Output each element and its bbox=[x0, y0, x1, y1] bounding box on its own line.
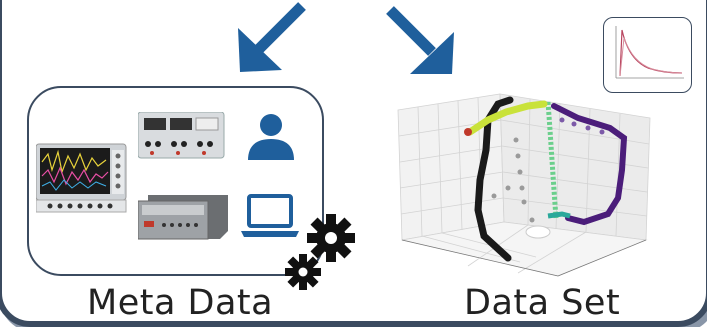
meta-data-label: Meta Data bbox=[87, 283, 274, 323]
arrow-down-left-icon bbox=[238, 2, 306, 72]
dataset-3d-plot bbox=[397, 93, 651, 277]
dataset-label: Data Set bbox=[464, 283, 621, 323]
laptop-icon bbox=[241, 194, 299, 237]
gears-icon bbox=[285, 214, 355, 290]
user-icon bbox=[248, 114, 294, 160]
arrow-down-right-icon bbox=[386, 6, 454, 74]
power-supply-icon bbox=[138, 112, 225, 159]
amplifier-icon bbox=[138, 195, 228, 240]
oscilloscope-icon bbox=[36, 143, 127, 213]
decay-curve-icon bbox=[615, 26, 684, 79]
inset-chart bbox=[603, 17, 692, 93]
